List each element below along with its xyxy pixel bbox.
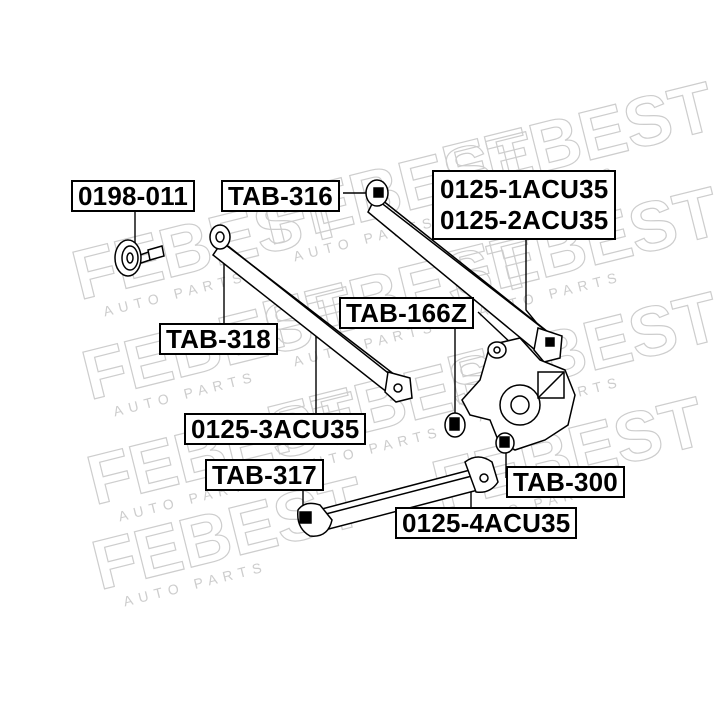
- label-tab-300: TAB-300: [506, 466, 625, 498]
- arm-0125-4acu35: [297, 456, 499, 537]
- label-0125-2acu35: 0125-2ACU35: [440, 205, 609, 235]
- label-tab-318: TAB-318: [159, 323, 278, 355]
- label-0125-4acu35: 0125-4ACU35: [395, 507, 578, 539]
- label-tab-316: TAB-316: [221, 180, 340, 212]
- bolt-0198-011: [114, 239, 165, 277]
- label-0125-1acu35: 0125-1ACU35: [440, 174, 609, 204]
- label-0125-3acu35: 0125-3ACU35: [184, 413, 367, 445]
- label-0198-011: 0198-011: [71, 180, 196, 212]
- arm-0125-3acu35: [209, 224, 413, 403]
- label-0125-1-2acu35: 0125-1ACU35 0125-2ACU35: [432, 170, 617, 240]
- label-tab-317: TAB-317: [205, 459, 324, 491]
- knuckle-tab-166z: [444, 337, 576, 454]
- arm-0125-1acu35: [365, 179, 563, 363]
- label-tab-166z: TAB-166Z: [339, 297, 475, 329]
